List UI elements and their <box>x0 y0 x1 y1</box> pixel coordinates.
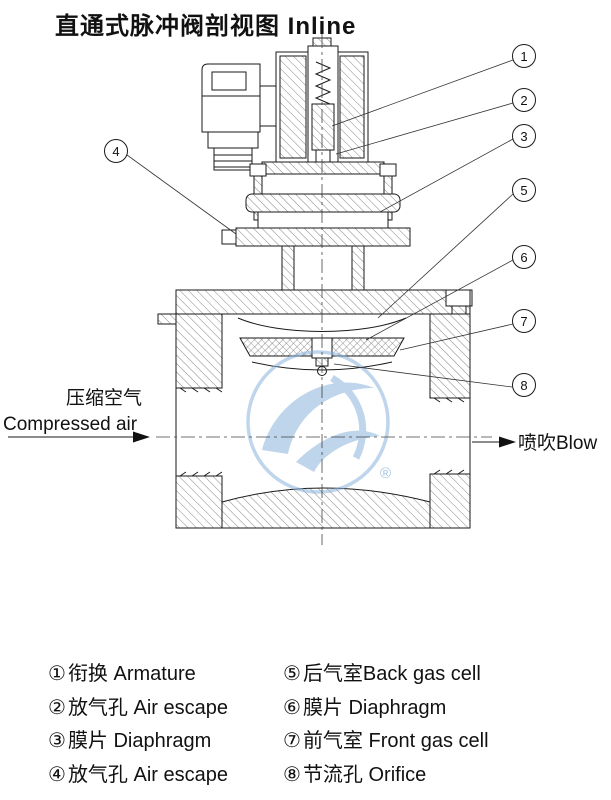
legend-num: ⑥ <box>283 696 301 719</box>
svg-text:2: 2 <box>520 93 527 108</box>
legend-label: 节流孔 Orifice <box>302 763 427 786</box>
legend-num: ① <box>48 663 66 685</box>
svg-text:8: 8 <box>520 378 527 393</box>
bolt-left <box>249 163 267 177</box>
back-gas-cell-dome <box>237 317 407 332</box>
electrical-connector <box>201 63 277 171</box>
svg-text:1: 1 <box>520 49 527 64</box>
legend-num: ⑧ <box>283 763 301 786</box>
legend-num: ③ <box>48 730 66 752</box>
air-escape-port <box>221 229 237 245</box>
side-pin <box>157 313 179 325</box>
watermark-logo <box>246 350 390 494</box>
legend-num: ⑤ <box>283 663 301 685</box>
outlet-arrowhead <box>499 436 516 448</box>
registered-mark: ® <box>380 465 391 482</box>
legend-label: 膜片 Diaphragm <box>302 696 447 719</box>
inlet-arrowhead <box>133 431 150 443</box>
callout-2: 2 <box>335 88 536 155</box>
svg-text:4: 4 <box>112 144 119 159</box>
svg-text:6: 6 <box>520 250 527 265</box>
air-escape-top <box>315 149 331 163</box>
valve-body <box>157 289 473 529</box>
outlet-threads <box>433 397 465 475</box>
svg-text:3: 3 <box>520 129 527 144</box>
svg-text:5: 5 <box>520 183 527 198</box>
callout-7: 7 <box>399 309 536 351</box>
legend-num: ⑦ <box>283 730 301 752</box>
callout-1: 1 <box>331 44 536 127</box>
callout-3: 3 <box>379 124 536 213</box>
inlet-threads <box>179 387 223 477</box>
spring <box>314 61 332 105</box>
callouts: 1 2 3 4 5 <box>104 44 536 397</box>
legend-label: 膜片 Diaphragm <box>67 730 212 752</box>
bonnet <box>221 161 411 291</box>
flow-annotations: 压缩空气 Compressed air 喷吹Blow <box>3 387 597 454</box>
callout-5: 5 <box>377 178 536 319</box>
inlet-label-en: Compressed air <box>3 414 138 435</box>
outlet-label: 喷吹Blow <box>518 432 597 454</box>
callout-6: 6 <box>365 245 536 341</box>
legend-label: 放气孔 Air escape <box>67 696 228 719</box>
centerlines <box>156 34 492 545</box>
callout-8: 8 <box>333 363 536 397</box>
legend-label: 放气孔 Air escape <box>67 763 228 786</box>
bolt-right <box>379 163 397 177</box>
legend-label: 后气室Back gas cell <box>302 663 481 685</box>
armature <box>311 103 335 151</box>
body-bolt-head <box>445 289 473 307</box>
inlet-label-cn: 压缩空气 <box>66 387 142 409</box>
legend-label: 衔换 Armature <box>67 663 196 685</box>
svg-text:7: 7 <box>520 314 527 329</box>
legend-num: ④ <box>48 763 66 786</box>
page-title: 直通式脉冲阀剖视图 Inline <box>55 13 357 40</box>
legend-label: 前气室 Front gas cell <box>302 730 489 752</box>
legend-num: ② <box>48 696 66 719</box>
callout-4: 4 <box>104 139 237 235</box>
